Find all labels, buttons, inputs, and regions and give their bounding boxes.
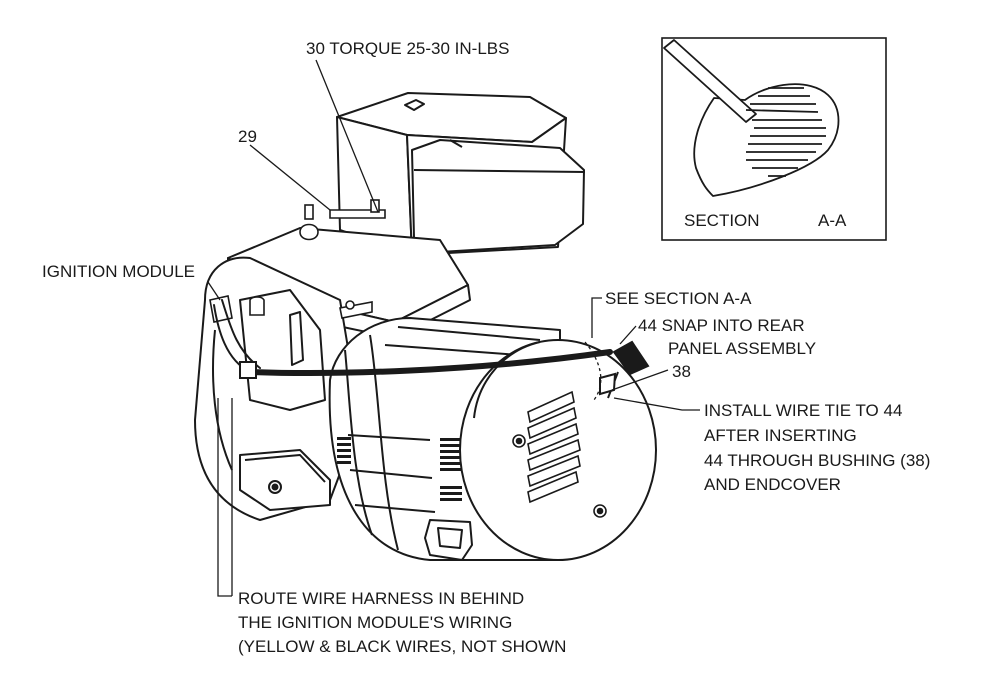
wire-harness bbox=[213, 299, 613, 379]
wire-tie-callout-line3: 44 THROUGH BUSHING (38) bbox=[704, 451, 930, 470]
engine-block bbox=[194, 256, 361, 521]
wire-tie-callout-line2: AFTER INSERTING bbox=[704, 426, 857, 445]
ignition-module-callout: IGNITION MODULE bbox=[42, 262, 195, 281]
snap-callout-line2: PANEL ASSEMBLY bbox=[668, 339, 816, 358]
torque-callout: 30 TORQUE 25-30 IN-LBS bbox=[306, 39, 509, 58]
item-29-callout: 29 bbox=[238, 127, 257, 146]
wire-tie-callout-line1: INSTALL WIRE TIE TO 44 bbox=[704, 401, 902, 420]
wire-tie-callout-line4: AND ENDCOVER bbox=[704, 475, 841, 494]
end-cover-louvers bbox=[527, 390, 581, 504]
section-label: SECTION bbox=[684, 211, 760, 230]
route-harness-callout-line3: (YELLOW & BLACK WIRES, NOT SHOWN bbox=[238, 637, 566, 656]
route-harness-callout-line2: THE IGNITION MODULE'S WIRING bbox=[238, 613, 512, 632]
leader-lines bbox=[207, 59, 700, 597]
section-a-a-inset: SECTION A-A bbox=[661, 37, 887, 241]
end-cover-screws bbox=[512, 434, 607, 518]
see-section-callout: SEE SECTION A-A bbox=[605, 289, 752, 308]
route-harness-callout-line1: ROUTE WIRE HARNESS IN BEHIND bbox=[238, 589, 524, 608]
mounting-foot bbox=[424, 519, 473, 561]
snap-callout-line1: 44 SNAP INTO REAR bbox=[638, 316, 805, 335]
harness-connector-44 bbox=[599, 340, 650, 399]
engine-housing bbox=[336, 92, 586, 256]
section-view-detail bbox=[663, 39, 840, 197]
section-id: A-A bbox=[818, 211, 847, 230]
stator-vents bbox=[337, 437, 462, 501]
item-38-callout: 38 bbox=[672, 362, 691, 381]
